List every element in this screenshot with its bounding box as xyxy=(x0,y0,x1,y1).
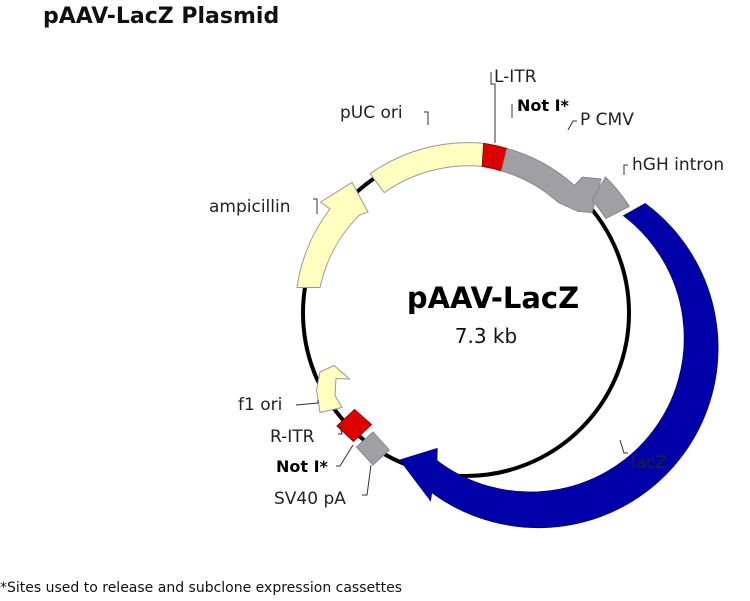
plasmid-name: pAAV-LacZ xyxy=(407,281,579,315)
f1-ori-arrow xyxy=(315,364,351,414)
label-ampicillin: ampicillin xyxy=(209,197,291,217)
leader-sv40 xyxy=(362,464,372,496)
plasmid-size: 7.3 kb xyxy=(455,324,517,348)
label-p-cmv: P CMV xyxy=(580,110,634,130)
label-not1-top: Not I* xyxy=(517,96,570,115)
leader-ampicillin xyxy=(313,198,318,214)
leader-lacz xyxy=(619,439,628,454)
leader-puc-ori xyxy=(424,111,429,125)
leader-p-cmv xyxy=(567,120,577,131)
label-r-itr: R-ITR xyxy=(270,427,315,447)
leader-l-itr xyxy=(490,72,496,143)
leader-hgh xyxy=(623,164,628,175)
puc-ori-segment xyxy=(369,142,485,194)
label-puc-ori: pUC ori xyxy=(340,103,403,123)
leader-f1-ori xyxy=(295,400,319,406)
label-lacz: lacZ xyxy=(631,453,667,473)
label-not1-bottom: Not I* xyxy=(276,457,329,476)
leader-r-itr xyxy=(338,425,343,435)
leader-not1-bottom xyxy=(336,444,354,467)
label-f1-ori: f1 ori xyxy=(238,395,282,415)
hgh-intron-segment xyxy=(591,176,631,220)
footnote: *Sites used to release and subclone expr… xyxy=(0,580,403,596)
r-itr-segment xyxy=(336,408,373,443)
p-cmv-arrow xyxy=(500,147,602,214)
label-sv40-pa: SV40 pA xyxy=(274,489,346,509)
label-l-itr: L-ITR xyxy=(494,67,537,87)
sv40-pa-segment xyxy=(355,431,391,466)
page-title: pAAV-LacZ Plasmid xyxy=(43,4,280,29)
label-hgh-intron: hGH intron xyxy=(632,155,724,175)
ampicillin-arrow xyxy=(296,181,369,288)
lacz-arrow xyxy=(399,203,719,529)
